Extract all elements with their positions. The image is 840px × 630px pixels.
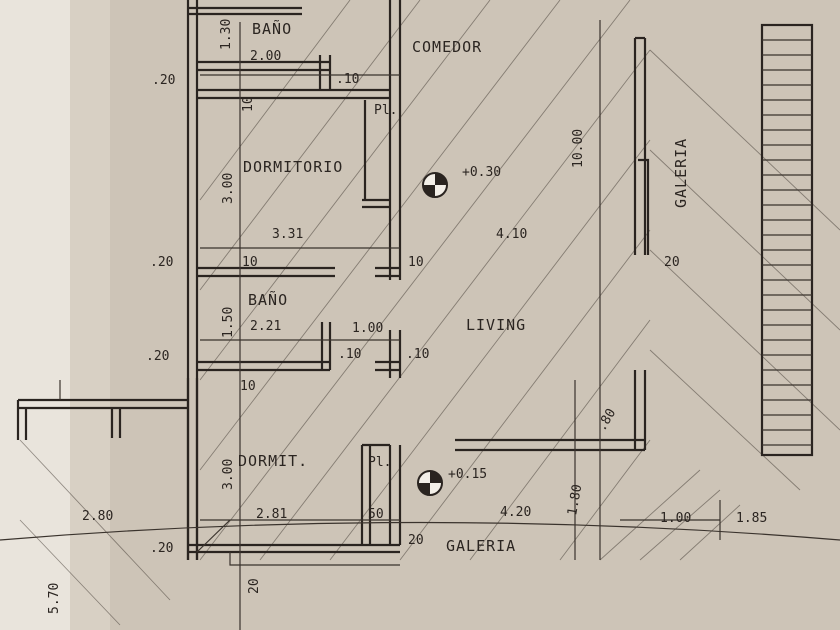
dim-10-e: .10 bbox=[338, 347, 361, 362]
level-marker-2 bbox=[417, 470, 443, 496]
dim-20-a: .20 bbox=[152, 73, 175, 88]
room-label-bano-top: BAÑO bbox=[252, 19, 292, 38]
room-label-galeria-bottom: GALERIA bbox=[446, 537, 516, 555]
placard-label-2: Pl. bbox=[368, 455, 391, 470]
placard-label-1: Pl. bbox=[374, 103, 397, 118]
dim-410: 4.10 bbox=[496, 227, 527, 242]
room-label-dormit: DORMIT. bbox=[238, 452, 308, 470]
dim-20-b: .20 bbox=[150, 255, 173, 270]
dim-280: 2.80 bbox=[82, 509, 113, 524]
room-label-living: LIVING bbox=[466, 316, 526, 334]
dim-300-b: 3.00 bbox=[221, 459, 236, 490]
dimension-lines bbox=[0, 20, 840, 630]
dim-10-d: 10 bbox=[408, 255, 424, 270]
dim-300-a: 3.00 bbox=[221, 173, 236, 204]
room-label-dormitorio: DORMITORIO bbox=[243, 158, 343, 176]
dim-180: 1.80 bbox=[565, 483, 585, 516]
dim-10-b: 10 bbox=[241, 96, 256, 112]
dim-200: 2.00 bbox=[250, 49, 281, 64]
stair bbox=[760, 23, 814, 457]
dim-570: 5.70 bbox=[47, 583, 62, 614]
dim-221: 2.21 bbox=[250, 319, 281, 334]
room-label-galeria-right: GALERIA bbox=[672, 138, 690, 208]
paper-shadow bbox=[70, 0, 110, 630]
dim-420: 4.20 bbox=[500, 505, 531, 520]
paper-left-margin bbox=[0, 0, 70, 630]
room-label-bano-mid: BAÑO bbox=[248, 290, 288, 309]
dim-281: 2.81 bbox=[256, 507, 287, 522]
dim-10-a: .10 bbox=[336, 72, 359, 87]
dim-130: 1.30 bbox=[219, 19, 234, 50]
dim-20-e: .20 bbox=[150, 541, 173, 556]
dim-100-a: 1.00 bbox=[352, 321, 383, 336]
dim-185: 1.85 bbox=[736, 511, 767, 526]
room-label-comedor: COMEDOR bbox=[412, 38, 482, 56]
dim-20-c: 20 bbox=[664, 255, 680, 270]
dim-100-b: 1.00 bbox=[660, 511, 691, 526]
dim-20-g: 20 bbox=[247, 578, 262, 594]
level-label-1: +0.30 bbox=[462, 165, 501, 180]
walls bbox=[16, 0, 650, 566]
level-marker-1 bbox=[422, 172, 448, 198]
dim-20-d: .20 bbox=[146, 349, 169, 364]
dim-20-f: 20 bbox=[408, 533, 424, 548]
dim-10-f: .10 bbox=[406, 347, 429, 362]
dim-50: 50 bbox=[368, 507, 384, 522]
dim-10-c: 10 bbox=[242, 255, 258, 270]
dim-10-g: 10 bbox=[240, 379, 256, 394]
level-label-2: +0.15 bbox=[448, 467, 487, 482]
dim-331: 3.31 bbox=[272, 227, 303, 242]
dim-150: 1.50 bbox=[221, 307, 236, 338]
dim-1000: 10.00 bbox=[571, 129, 586, 168]
